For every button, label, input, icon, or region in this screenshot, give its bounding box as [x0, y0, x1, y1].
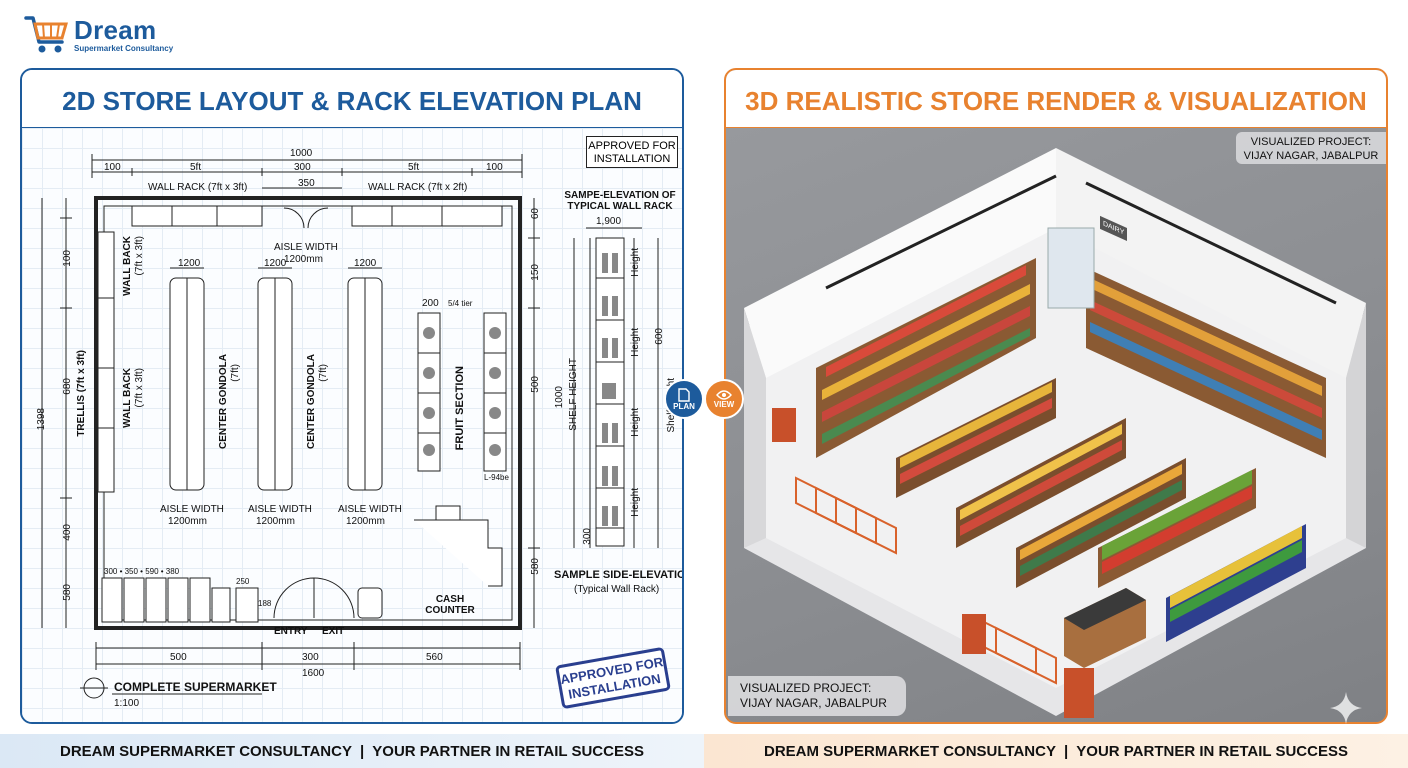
dim-right-3: 500: [530, 376, 541, 393]
dim-bottom-1: 500: [170, 652, 187, 663]
footer-left-text: DREAM SUPERMARKET CONSULTANCY | YOUR PAR…: [0, 734, 704, 768]
aisle-bottom-label-1: AISLE WIDTH: [160, 504, 224, 515]
project-note-bottom-line-1: VISUALIZED PROJECT:: [740, 681, 872, 695]
dim-left-3: 400: [62, 524, 73, 541]
document-icon: [678, 387, 690, 402]
wall-back-size-1: (7ft x 3ft): [134, 236, 145, 276]
elevation-shelf-label-3: Height: [630, 408, 641, 437]
dim-left-total: 1398: [36, 408, 47, 431]
gondola-width-2: 1200: [264, 258, 287, 269]
view-connector: VIEW: [704, 379, 744, 419]
render-title: 3D REALISTIC STORE RENDER & VISUALIZATIO…: [726, 70, 1386, 128]
render-panel: 3D REALISTIC STORE RENDER & VISUALIZATIO…: [724, 68, 1388, 724]
side-elevation-sub: (Typical Wall Rack): [574, 584, 660, 595]
dim-bottom-2: 300: [302, 652, 319, 663]
aisle-bottom-mm-2: 1200mm: [256, 516, 295, 527]
dim-left-2: 680: [62, 378, 73, 395]
center-gondola-size-2: (7ft): [318, 364, 329, 382]
dim-right-2: 150: [530, 264, 541, 281]
dim-left-1: 100: [62, 250, 73, 267]
side-elevation-title: SAMPLE SIDE-ELEVATION: [554, 569, 684, 581]
aisle-bottom-mm-1: 1200mm: [168, 516, 207, 527]
dim-top-4: 5ft: [408, 162, 420, 173]
dim-right-5: 580: [530, 558, 541, 575]
fruit-tier: 5/4 tier: [448, 299, 473, 308]
dim-bottom-3: 560: [426, 652, 443, 663]
gondola-width-1: 1200: [178, 258, 201, 269]
footer: DREAM SUPERMARKET CONSULTANCY | YOUR PAR…: [0, 734, 1408, 768]
aisle-bottom-label-2: AISLE WIDTH: [248, 504, 312, 515]
brand-logo: Dream Supermarket Consultancy: [24, 12, 173, 56]
floor-plan-drawing: APPROVED FOR INSTALLATION: [22, 128, 682, 722]
floor-plan-lines: [41, 154, 659, 699]
fruit-section-label: FRUIT SECTION: [454, 366, 466, 451]
dim-bottom-total: 1600: [302, 668, 325, 679]
trolley-dims: 300 • 350 • 590 • 380: [104, 567, 180, 576]
elevation-shelf-label-1: Height: [630, 248, 641, 277]
cash-counter-label: CASH COUNTER: [425, 594, 475, 616]
aisle-top-mm: 1200mm: [284, 254, 323, 265]
wall-rack-left-label: WALL RACK (7ft x 3ft): [148, 182, 248, 193]
elevation-width: 1,900: [596, 216, 622, 227]
elevation-dim-bottom: 300: [582, 528, 593, 545]
dim-right-4: 1000: [554, 386, 565, 409]
elevation-dim-top: 600: [654, 328, 665, 345]
view-connector-label: VIEW: [713, 399, 735, 409]
center-gondola-label-1: CENTER GONDOLA: [218, 354, 229, 449]
aisle-bottom-label-3: AISLE WIDTH: [338, 504, 402, 515]
brand-tagline: Supermarket Consultancy: [74, 44, 174, 53]
fruit-dim: 200: [422, 298, 439, 309]
dim-left-4: 580: [62, 584, 73, 601]
project-note-top: VISUALIZED PROJECT: VIJAY NAGAR, JABALPU…: [1236, 132, 1386, 164]
approved-label: APPROVED FOR INSTALLATION: [586, 136, 678, 168]
eye-icon: [716, 389, 732, 400]
elevation-shelf-label-4: Height: [630, 488, 641, 517]
left-rack-label: TRELLIS (7ft x 3ft): [76, 350, 87, 437]
sparkle-icon: [1330, 692, 1362, 724]
basket-dim: 250: [236, 577, 250, 586]
plan-scale: 1:100: [114, 698, 140, 709]
plan-connector: PLAN: [664, 379, 704, 419]
aisle-bottom-mm-3: 1200mm: [346, 516, 385, 527]
wall-back-size-2: (7ft x 3ft): [134, 368, 145, 408]
counter-dim: L-94be: [484, 473, 509, 482]
wall-back-label-2: WALL BACK: [122, 368, 133, 428]
elevation-left-label: SHELF HEIGHT: [568, 358, 579, 431]
aisle-top-label: AISLE WIDTH: [274, 242, 338, 253]
dim-top-2: 5ft: [190, 162, 202, 173]
layout-plan-panel: 2D STORE LAYOUT & RACK ELEVATION PLAN AP…: [20, 68, 684, 724]
dim-door: 350: [298, 178, 315, 189]
dim-top-1: 100: [104, 162, 121, 173]
elevation-title: SAMPE-ELEVATION OF TYPICAL WALL RACK: [564, 190, 676, 212]
project-note-bottom: VISUALIZED PROJECT: VIJAY NAGAR, JABALPU…: [728, 676, 906, 716]
elevation-shelf-label-2: Height: [630, 328, 641, 357]
dim-right-1: 60: [530, 208, 541, 220]
center-gondola-size-1: (7ft): [230, 364, 241, 382]
shopping-cart-icon: [24, 16, 68, 53]
entry-label: ENTRY: [274, 626, 308, 637]
plan-connector-label: PLAN: [673, 401, 695, 411]
exit-label: EXIT: [322, 626, 345, 637]
gondola-width-3: 1200: [354, 258, 377, 269]
footer-right-text: DREAM SUPERMARKET CONSULTANCY | YOUR PAR…: [704, 734, 1408, 768]
dim-top-5: 100: [486, 162, 503, 173]
layout-plan-title: 2D STORE LAYOUT & RACK ELEVATION PLAN: [22, 70, 682, 128]
store-render-illustration: [744, 148, 1366, 718]
trolley-height: 188: [258, 599, 272, 608]
dim-top-3: 300: [294, 162, 311, 173]
store-3d-render: VISUALIZED PROJECT: VIJAY NAGAR, JABALPU…: [726, 128, 1386, 722]
wall-back-label-1: WALL BACK: [122, 236, 133, 296]
project-note-bottom-line-2: VIJAY NAGAR, JABALPUR: [740, 696, 887, 710]
plan-title: COMPLETE SUPERMARKET: [114, 680, 277, 694]
dim-total-top: 1000: [290, 148, 313, 159]
brand-name: Dream: [74, 15, 157, 45]
wall-rack-right-label: WALL RACK (7ft x 2ft): [368, 182, 468, 193]
center-gondola-label-2: CENTER GONDOLA: [306, 354, 317, 449]
